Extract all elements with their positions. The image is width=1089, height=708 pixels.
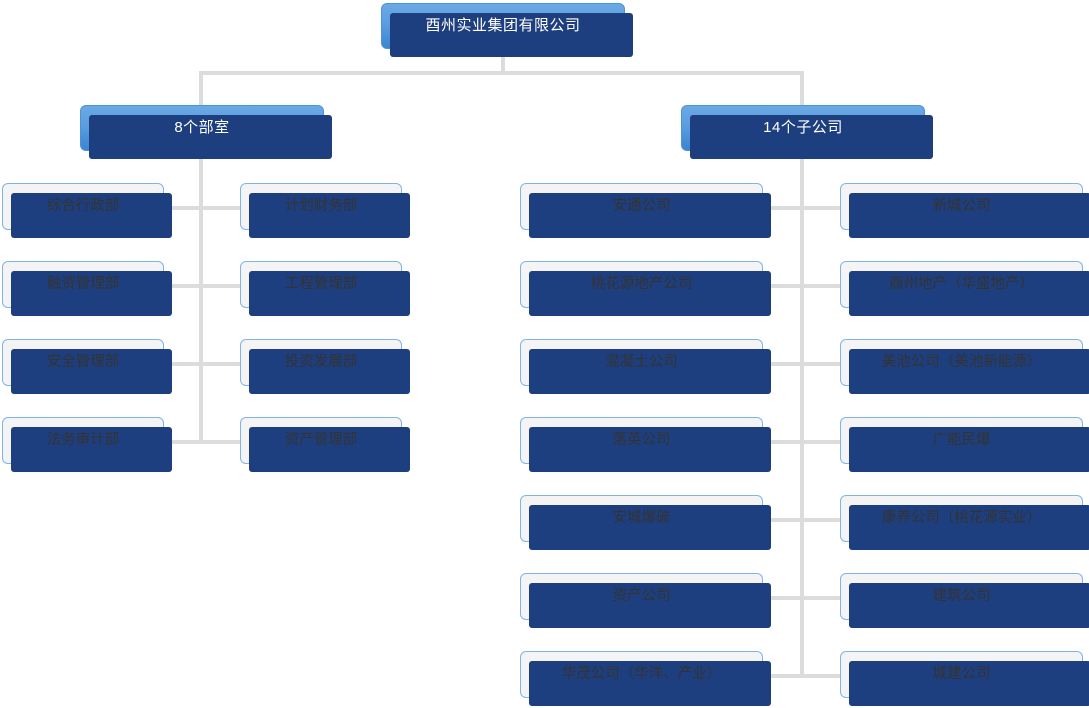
node-department-4-label: 工程管理部 [284,275,358,292]
node-subsidiary-12-label: 建筑公司 [932,587,991,604]
node-subsidiary-9[interactable]: 安城爆破 [520,495,771,550]
node-department-5-label: 安全管理部 [46,353,120,370]
node-subsidiary-9-label: 安城爆破 [612,509,671,526]
node-branch-subsidiaries[interactable]: 14个子公司 [681,105,933,159]
node-department-7[interactable]: 法务审计部 [2,417,172,472]
node-subsidiary-11-label: 资产公司 [612,587,671,604]
node-department-3[interactable]: 融资管理部 [2,261,172,316]
node-subsidiary-7[interactable]: 落英公司 [520,417,771,472]
connector-level2-drop-departments [199,71,203,105]
node-root[interactable]: 酉州实业集团有限公司 [381,3,633,57]
node-subsidiary-5[interactable]: 混凝土公司 [520,339,771,394]
node-subsidiary-14-label: 城建公司 [932,665,991,682]
node-department-3-label: 融资管理部 [46,275,120,292]
node-subsidiary-5-label: 混凝土公司 [605,353,678,370]
connector-subsidiaries-row-5 [762,518,844,522]
node-subsidiary-8-label: 广能民爆 [932,431,991,448]
node-subsidiary-4[interactable]: 酉州地产（华盛地产） [840,261,1089,316]
connector-subsidiaries-row-4 [762,440,844,444]
node-branch-departments-label: 8个部室 [174,119,230,136]
node-subsidiary-2[interactable]: 新城公司 [840,183,1089,238]
node-department-5[interactable]: 安全管理部 [2,339,172,394]
node-department-1[interactable]: 综合行政部 [2,183,172,238]
connector-root-stem [501,48,505,73]
node-subsidiary-10-label: 康养公司（桃花源实业） [881,509,1042,526]
connector-level2-bus [199,71,804,75]
node-subsidiary-1[interactable]: 安通公司 [520,183,771,238]
node-subsidiary-3[interactable]: 桃花源地产公司 [520,261,771,316]
connector-departments-row-3 [163,362,243,366]
node-subsidiary-2-label: 新城公司 [932,197,991,214]
node-subsidiary-7-label: 落英公司 [612,431,671,448]
node-subsidiary-14[interactable]: 城建公司 [840,651,1089,706]
connector-subsidiaries-row-2 [762,284,844,288]
node-subsidiary-6[interactable]: 美池公司（美池新能源） [840,339,1089,394]
node-subsidiary-8[interactable]: 广能民爆 [840,417,1089,472]
node-subsidiary-6-label: 美池公司（美池新能源） [881,353,1042,370]
node-subsidiary-3-label: 桃花源地产公司 [590,275,693,292]
node-department-2[interactable]: 计划财务部 [240,183,410,238]
connector-subsidiaries-row-7 [762,674,844,678]
node-department-7-label: 法务审计部 [46,431,120,448]
node-department-2-label: 计划财务部 [284,197,358,214]
connector-subsidiaries-row-6 [762,596,844,600]
connector-departments-row-1 [163,206,243,210]
connector-level2-drop-subsidiaries [800,71,804,105]
node-root-label: 酉州实业集团有限公司 [425,17,581,34]
node-department-8[interactable]: 资产管理部 [240,417,410,472]
connector-subsidiaries-row-1 [762,206,844,210]
node-department-8-label: 资产管理部 [284,431,358,448]
node-subsidiary-12[interactable]: 建筑公司 [840,573,1089,628]
connector-departments-row-2 [163,284,243,288]
node-subsidiary-13-label: 华茂公司（华洋、产业） [561,665,722,682]
node-department-4[interactable]: 工程管理部 [240,261,410,316]
connector-departments-row-4 [163,440,243,444]
connector-departments-spine [199,156,203,444]
node-branch-subsidiaries-label: 14个子公司 [763,119,843,136]
node-department-6[interactable]: 投资发展部 [240,339,410,394]
node-department-1-label: 综合行政部 [46,197,120,214]
node-subsidiary-13[interactable]: 华茂公司（华洋、产业） [520,651,771,706]
node-subsidiary-4-label: 酉州地产（华盛地产） [889,275,1034,292]
connector-subsidiaries-spine [800,156,804,678]
node-subsidiary-10[interactable]: 康养公司（桃花源实业） [840,495,1089,550]
node-department-6-label: 投资发展部 [284,353,358,370]
node-subsidiary-11[interactable]: 资产公司 [520,573,771,628]
node-branch-departments[interactable]: 8个部室 [80,105,332,159]
connector-subsidiaries-row-3 [762,362,844,366]
node-subsidiary-1-label: 安通公司 [612,197,671,214]
